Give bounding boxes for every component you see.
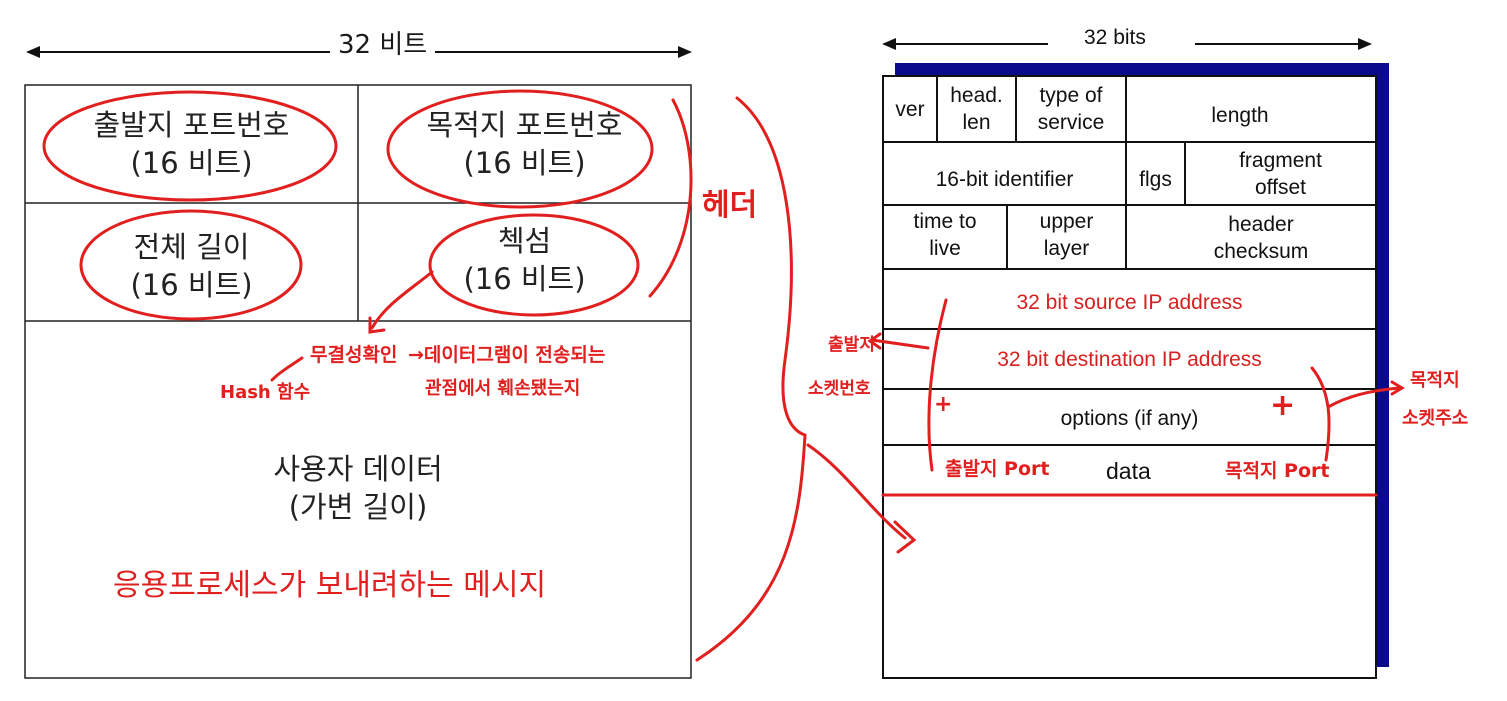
dst-port-ellipse bbox=[386, 89, 654, 209]
udp-data-label: 사용자 데이터 bbox=[273, 452, 443, 486]
dst-port-annotation: 목적지 Port bbox=[1225, 460, 1330, 482]
udp-checksum-field: 첵섬 (16 비트) bbox=[358, 210, 691, 310]
ip-identifier-label: 16-bit identifier bbox=[935, 167, 1074, 191]
integrity-annotation: 무결성확인 bbox=[310, 344, 398, 366]
ip-flags-label: flgs bbox=[1139, 167, 1172, 191]
udp-checksum-size: (16 비트) bbox=[463, 262, 586, 296]
encapsulation-arrow bbox=[806, 443, 907, 540]
dst-socket-line2: 소켓주소 bbox=[1402, 408, 1469, 429]
ip-tos-field: type of service bbox=[1016, 76, 1126, 142]
src-socket-arrowhead bbox=[867, 332, 882, 350]
ip-dst-address-field: 32 bit destination IP address bbox=[883, 329, 1376, 389]
ip-frag-offset-field: fragment offset bbox=[1185, 142, 1376, 205]
ip-tos-line1: type of bbox=[1039, 84, 1103, 107]
ip-head-len-line2: len bbox=[962, 111, 991, 134]
checksum-arrowhead bbox=[368, 316, 386, 334]
src-socket-line1: 출발지 bbox=[828, 335, 875, 355]
ip-identifier-field: 16-bit identifier bbox=[883, 142, 1126, 216]
ip-head-len-line1: head. bbox=[950, 84, 1003, 107]
ip-ver-label: ver bbox=[895, 97, 925, 121]
ip-src-address-field: 32 bit source IP address bbox=[883, 272, 1376, 332]
ip-head-len-field: head. len bbox=[937, 76, 1016, 142]
checksum-arrow bbox=[370, 270, 434, 330]
dst-port-line bbox=[1310, 366, 1331, 462]
src-port-line bbox=[927, 298, 948, 472]
udp-width-label: 32 비트 bbox=[330, 24, 436, 61]
hash-arrow bbox=[270, 356, 304, 382]
ip-tos-line2: service bbox=[1037, 111, 1105, 134]
dst-socket-line1: 목적지 bbox=[1410, 370, 1460, 391]
plus-mark-right: + bbox=[1270, 388, 1296, 423]
ip-header-checksum-line2: checksum bbox=[1213, 240, 1309, 263]
src-port-annotation: 출발지 Port bbox=[945, 458, 1050, 480]
ip-options-field: options (if any) bbox=[883, 389, 1376, 447]
ip-ttl-line2: live bbox=[929, 237, 961, 260]
ip-header-checksum-field: header checksum bbox=[1126, 205, 1396, 271]
ip-ver-field: ver bbox=[883, 76, 937, 142]
ip-data-label: data bbox=[1106, 458, 1151, 484]
ip-options-label: options (if any) bbox=[1060, 406, 1199, 430]
encapsulation-arrowhead bbox=[893, 520, 917, 554]
ip-dst-address-label: 32 bit destination IP address bbox=[997, 347, 1262, 371]
udp-dst-port-label: 목적지 포트번호 bbox=[426, 108, 623, 142]
ip-length-field: length bbox=[1126, 82, 1354, 148]
udp-src-port-label: 출발지 포트번호 bbox=[93, 108, 290, 142]
ip-length-label: length bbox=[1211, 103, 1269, 127]
udp-length-size: (16 비트) bbox=[130, 267, 253, 302]
ip-upper-layer-line1: upper bbox=[1039, 210, 1094, 233]
hash-annotation: Hash 함수 bbox=[220, 382, 311, 403]
ip-upper-layer-line2: layer bbox=[1043, 237, 1090, 260]
header-bracket bbox=[648, 98, 693, 298]
ip-width-label: 32 bits bbox=[1084, 26, 1146, 49]
udp-dst-port-field: 목적지 포트번호 (16 비트) bbox=[358, 85, 691, 203]
udp-length-field: 전체 길이 (16 비트) bbox=[25, 210, 358, 321]
ip-frag-offset-line1: fragment bbox=[1239, 148, 1322, 172]
udp-checksum-label: 첵섬 bbox=[497, 224, 552, 258]
udp-src-port-size: (16 비트) bbox=[130, 146, 253, 180]
ip-ttl-field: time to live bbox=[883, 202, 1007, 268]
ip-upper-layer-field: upper layer bbox=[1007, 202, 1126, 268]
udp-data-field: 사용자 데이터 (가변 길이) bbox=[25, 448, 691, 528]
udp-dst-port-size: (16 비트) bbox=[463, 146, 586, 180]
src-socket-line2: 소켓번호 bbox=[808, 379, 871, 399]
header-annotation: 헤더 bbox=[702, 188, 758, 223]
udp-length-label: 전체 길이 bbox=[133, 229, 250, 264]
src-port-ellipse bbox=[42, 90, 338, 202]
ip-frag-offset-line2: offset bbox=[1255, 175, 1306, 199]
src-socket-arrow bbox=[870, 338, 930, 350]
ip-flags-field: flgs bbox=[1126, 142, 1185, 216]
udp-src-port-field: 출발지 포트번호 (16 비트) bbox=[25, 85, 358, 203]
ip-src-address-label: 32 bit source IP address bbox=[1016, 290, 1243, 314]
app-message-annotation: 응용프로세스가 보내려하는 메시지 bbox=[113, 568, 547, 603]
integrity-desc-line1: →데이터그램이 전송되는 bbox=[408, 344, 606, 366]
ip-ttl-line1: time to bbox=[913, 210, 977, 233]
length-ellipse bbox=[79, 209, 303, 321]
integrity-desc-line2: 관점에서 훼손됐는지 bbox=[425, 378, 581, 399]
dst-socket-arrow bbox=[1328, 386, 1402, 408]
udp-to-ip-brace bbox=[695, 96, 807, 662]
plus-mark-left: + bbox=[934, 392, 953, 417]
checksum-ellipse bbox=[428, 213, 640, 317]
ip-header-checksum-line1: header bbox=[1228, 213, 1294, 236]
dst-socket-arrowhead bbox=[1390, 380, 1405, 396]
udp-data-size: (가변 길이) bbox=[288, 490, 428, 524]
